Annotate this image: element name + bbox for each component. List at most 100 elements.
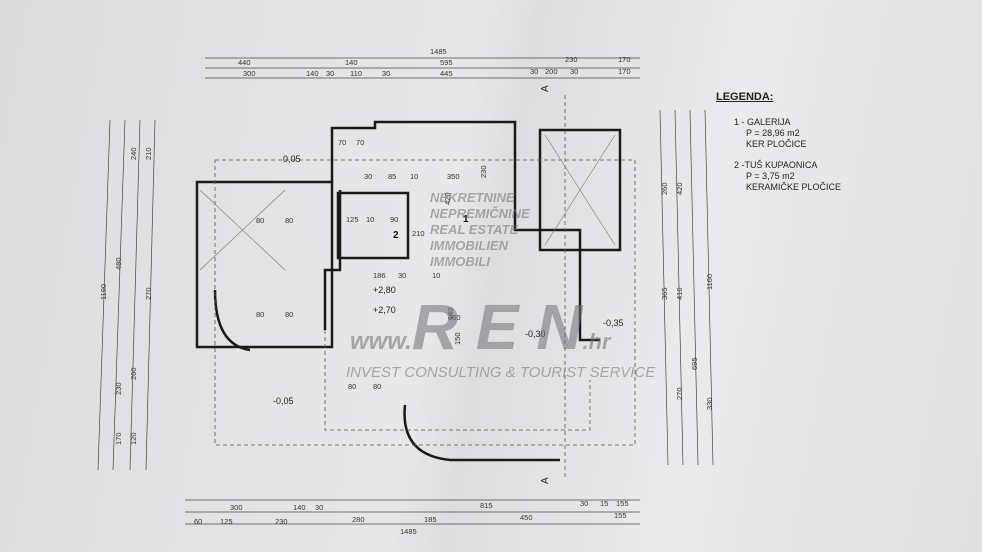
dim-label: 140 [306,69,319,78]
dim-label: 10 [366,215,374,224]
watermark-languages: NEKRETNINE NEPREMIČNINE REAL ESTATE IMMO… [430,190,530,270]
level-mark: +2,80 [373,285,396,295]
dim-label: 30 [315,503,323,512]
dim-label: 80 [373,382,381,391]
dim-label: 360 [448,313,461,322]
dim-label: 420 [443,192,452,205]
dim-label: 30 [580,499,588,508]
dim-top-total: 1485 [430,47,447,56]
dim-label: 450 [520,513,533,522]
dim-label: 155 [616,499,629,508]
watermark-logo: www.R E N.hr [350,290,611,364]
dim-label: 260 [129,367,138,380]
dim-label: 30 [382,69,390,78]
section-mark-top: A [540,85,551,92]
room-1-label: 1 [463,214,469,225]
room-2-label: 2 [393,230,399,241]
dim-label: 170 [618,55,631,64]
dim-label: 15 [600,499,608,508]
dim-label: 80 [256,216,264,225]
dim-label: 350 [447,172,460,181]
level-mark: -0,05 [273,396,294,406]
legend-item-area: P = 28,96 m2 [746,128,800,138]
dim-label: 1190 [99,284,108,300]
watermark-suffix: .hr [582,329,611,354]
legend-item: 1 - GALERIJA P = 28,96 m2 KER PLOČICE [734,117,841,150]
watermark-brand: R E N [411,291,583,363]
dim-label: 170 [114,432,123,445]
dim-label: 480 [114,257,123,270]
dim-label: 80 [285,216,293,225]
dim-label: 30 [530,67,538,76]
dim-label: 230 [565,55,578,64]
level-mark: 0,05 [283,154,301,164]
legend-item-finish: KERAMIČKE PLOČICE [746,182,842,192]
dim-label: 260 [660,182,669,195]
legend-item-finish: KER PLOČICE [746,139,807,149]
roof-hatch [199,134,616,271]
dim-label: 270 [144,287,153,300]
dim-label: 30 [570,67,578,76]
dim-label: 120 [129,432,138,445]
dim-label: 110 [350,69,362,78]
dim-label: 10 [410,172,418,181]
dim-label: 125 [220,517,233,526]
dim-label: 230 [275,517,288,526]
dim-label: 595 [440,58,453,67]
dim-label: 70 [338,138,346,147]
dim-label: 300 [243,69,256,78]
dim-label: 200 [545,67,558,76]
legend-item-area: P = 3,75 m2 [746,171,795,181]
dim-label: 30 [398,271,406,280]
watermark-tagline: INVEST CONSULTING & TOURIST SERVICE [346,364,656,381]
dim-label: 10 [432,271,440,280]
dim-label: 80 [348,382,356,391]
legend-item-name: 1 - GALERIJA [734,117,791,127]
level-mark: -0,30 [525,329,546,339]
dim-label: 80 [256,310,264,319]
dim-label: 150 [453,332,462,345]
dim-label: 410 [675,287,684,300]
watermark-line: NEPREMIČNINE [430,206,530,221]
dim-label: 80 [285,310,293,319]
dim-label: 230 [114,382,123,395]
dim-label: 270 [675,387,684,400]
dim-label: 140 [345,58,358,67]
dim-label: 695 [690,357,699,370]
legend-item-name: 2 -TUŠ KUPAONICA [734,160,818,170]
dim-label: 210 [144,147,153,160]
dim-label: 445 [440,69,453,78]
dim-label: 815 [480,501,493,510]
dim-label: 170 [618,67,631,76]
dim-label: 155 [614,511,627,520]
dim-label: 210 [412,229,425,238]
dim-label: 230 [479,165,488,178]
dim-label: 420 [675,182,684,195]
hidden-lines [214,95,636,480]
legend: LEGENDA: 1 - GALERIJA P = 28,96 m2 KER P… [716,92,841,203]
dim-label: 185 [424,515,437,524]
level-mark: -0,35 [603,318,624,328]
watermark-line: NEKRETNINE [430,190,515,205]
interior-dims: 70 70 30 85 10 350 230 125 10 90 210 186… [256,138,488,391]
legend-item: 2 -TUŠ KUPAONICA P = 3,75 m2 KERAMIČKE P… [734,160,841,193]
dim-label: 1160 [705,274,714,290]
watermark-line: REAL ESTATE [430,222,519,237]
dim-label: 140 [293,503,306,512]
dim-label: 140 [446,307,455,320]
dim-label: 240 [129,147,138,160]
dim-label: 280 [352,515,365,524]
watermark-line: IMMOBILIEN [430,238,508,253]
dim-label: 70 [356,138,364,147]
watermark-line: IMMOBILI [430,254,490,269]
dim-bottom-total: 1485 [400,527,417,536]
dim-label: 30 [364,172,372,181]
dim-label: 300 [230,503,243,512]
dim-label: 30 [326,69,334,78]
dim-label: 186 [373,271,386,280]
dim-label: 85 [388,172,396,181]
level-mark: +2,70 [373,305,396,315]
dim-label: 90 [390,215,398,224]
section-mark-bottom: A [540,477,551,484]
right-dims: 1160 420 410 695 330 270 365 260 [660,182,714,410]
